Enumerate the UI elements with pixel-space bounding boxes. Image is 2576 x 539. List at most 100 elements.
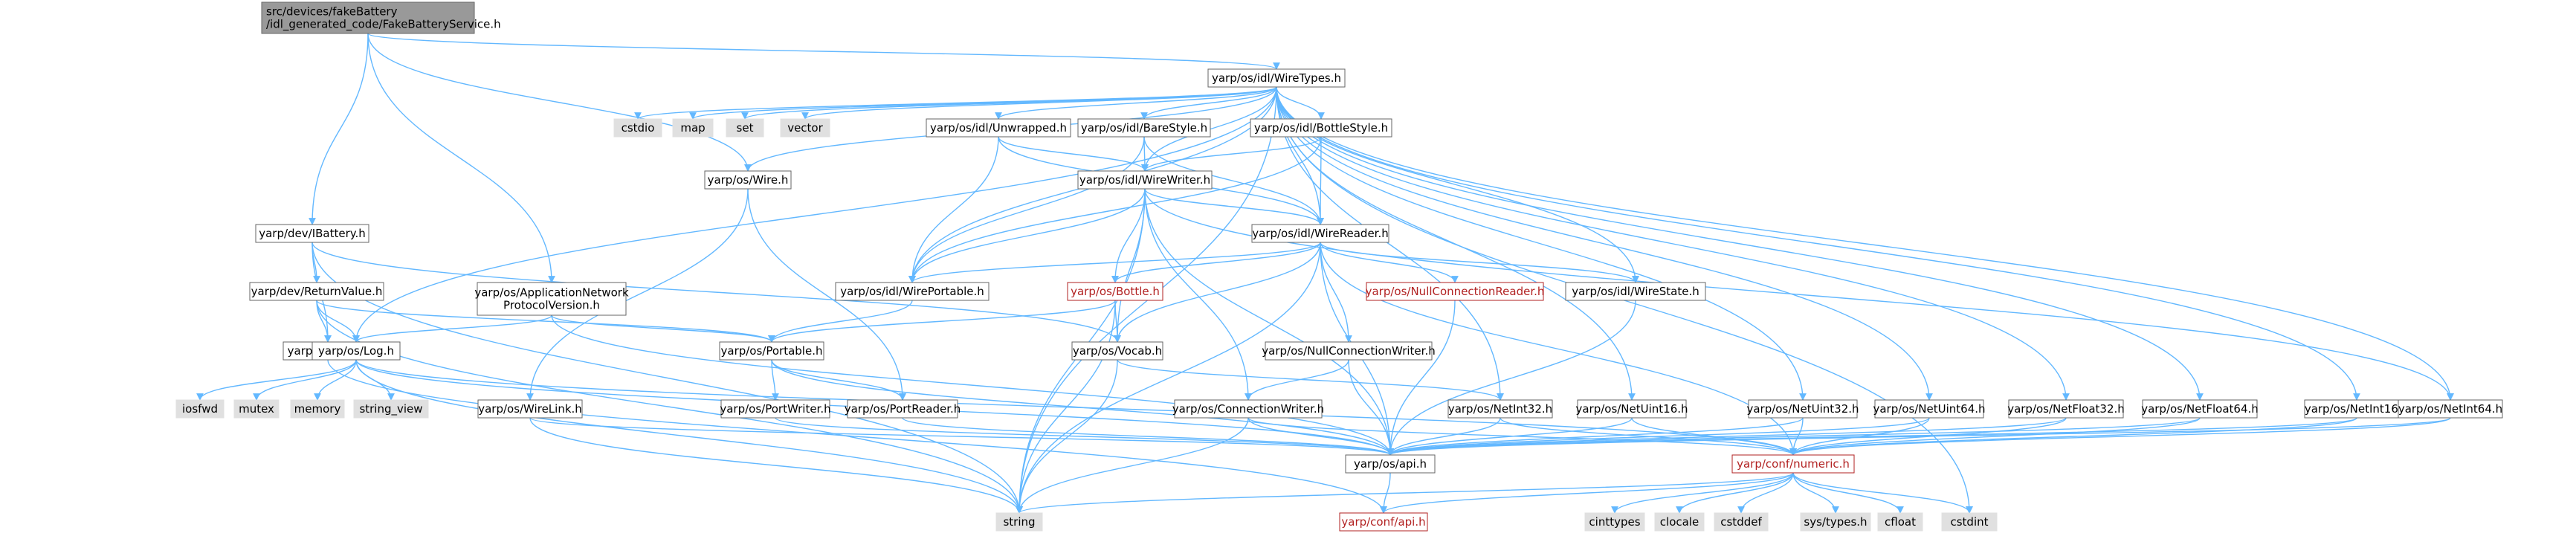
edge-portreader-to-osapi: [902, 417, 1394, 456]
node-box: [719, 341, 824, 361]
node-box: [1731, 454, 1855, 474]
node-box: [477, 282, 627, 316]
edges-layer: [196, 33, 2454, 514]
node-netint32[interactable]: yarp/os/NetInt32.h: [1447, 399, 1553, 419]
node-portreader[interactable]: yarp/os/PortReader.h: [845, 399, 961, 419]
edge-wiretypes-to-cstdio: [634, 86, 1277, 120]
node-wireportable[interactable]: yarp/os/idl/WirePortable.h: [835, 282, 990, 301]
edge-devapi-to-confapi: [327, 359, 1387, 514]
node-box: [704, 170, 792, 190]
edge-bottlestyle-to-wirewriter: [1141, 136, 1322, 172]
edge-wirewriter-to-connwriter: [1144, 188, 1252, 401]
edge-bottlestyle-to-wirereader: [1317, 136, 1324, 225]
node-box: [2304, 399, 2409, 419]
node-box: [1447, 399, 1553, 419]
node-bottle[interactable]: yarp/os/Bottle.h: [1067, 282, 1163, 301]
edge-netuint32-to-osapi: [1387, 417, 1804, 456]
edge-netint64-to-osapi: [1387, 417, 2451, 456]
node-box: [2008, 399, 2124, 419]
node-netfloat64[interactable]: yarp/os/NetFloat64.h: [2141, 399, 2259, 419]
node-wiretypes[interactable]: yarp/os/idl/WireTypes.h: [1207, 68, 1346, 88]
node-confapi[interactable]: yarp/conf/api.h: [1339, 512, 1428, 532]
node-wire[interactable]: yarp/os/Wire.h: [704, 170, 792, 190]
edge-appnet-to-portable: [551, 314, 775, 343]
node-cinttypes: cinttypes: [1584, 512, 1645, 532]
node-box: [1207, 68, 1346, 88]
node-netint64[interactable]: yarp/os/NetInt64.h: [2398, 399, 2503, 419]
node-netuint16[interactable]: yarp/os/NetUint16.h: [1575, 399, 1688, 419]
edge-wiretypes-to-wirestate: [1276, 86, 1639, 283]
edge-wireportable-to-portable: [768, 300, 913, 343]
node-label: map: [680, 121, 705, 135]
edge-netfloat64-to-numeric: [1789, 417, 2201, 456]
edge-log-to-string: [355, 359, 1023, 514]
edge-wiretypes-to-netfloat64: [1276, 86, 2204, 401]
edge-nullconnwriter-to-connwriter: [1245, 359, 1349, 401]
edge-root-to-wire: [367, 33, 752, 172]
node-connwriter[interactable]: yarp/os/ConnectionWriter.h: [1172, 399, 1324, 419]
edge-wiretypes-to-netfloat32: [1276, 86, 2070, 401]
node-nullconnreader[interactable]: yarp/os/NullConnectionReader.h: [1366, 282, 1545, 301]
edge-root-to-wiretypes: [367, 33, 1280, 70]
node-bottlestyle[interactable]: yarp/os/idl/BottleStyle.h: [1250, 118, 1392, 138]
node-portable[interactable]: yarp/os/Portable.h: [719, 341, 824, 361]
edge-wiretypes-to-netint64: [1276, 86, 2454, 401]
node-barestyle[interactable]: yarp/os/idl/BareStyle.h: [1077, 118, 1211, 138]
node-label: yarp/os/NetUint16.h: [1575, 402, 1688, 416]
edge-root-to-ibattery: [309, 33, 369, 225]
node-ibattery[interactable]: yarp/dev/IBattery.h: [255, 224, 369, 243]
node-returnvalue[interactable]: yarp/dev/ReturnValue.h: [249, 282, 384, 301]
node-netuint32[interactable]: yarp/os/NetUint32.h: [1746, 399, 1859, 419]
node-log[interactable]: yarp/os/Log.h: [311, 341, 401, 361]
edge-netint16-to-numeric: [1789, 417, 2357, 456]
node-box: [261, 1, 475, 34]
edge-netfloat64-to-osapi: [1387, 417, 2201, 456]
node-osapi[interactable]: yarp/os/api.h: [1345, 454, 1436, 474]
edge-connwriter-to-osapi: [1247, 417, 1394, 456]
node-label: yarp/os/NullConnectionReader.h: [1366, 285, 1545, 298]
edge-netint32-to-osapi: [1387, 417, 1501, 456]
node-wirewriter[interactable]: yarp/os/idl/WireWriter.h: [1077, 170, 1213, 190]
node-netfloat32[interactable]: yarp/os/NetFloat32.h: [2007, 399, 2125, 419]
node-box: [1366, 282, 1544, 301]
node-wirereader[interactable]: yarp/os/idl/WireReader.h: [1251, 224, 1389, 243]
node-numeric[interactable]: yarp/conf/numeric.h: [1731, 454, 1855, 474]
node-label: cstdint: [1950, 515, 1988, 529]
node-box: [1077, 170, 1213, 190]
edge-portable-to-portwriter: [771, 359, 779, 401]
edge-bottle-to-portable: [768, 300, 1116, 343]
node-nullconnwriter[interactable]: yarp/os/NullConnectionWriter.h: [1262, 341, 1436, 361]
edge-wiretypes-to-unwrapped: [995, 86, 1277, 120]
node-wirelink[interactable]: yarp/os/WireLink.h: [477, 399, 583, 419]
node-vocab[interactable]: yarp/os/Vocab.h: [1071, 341, 1163, 361]
edge-wiretypes-to-netint32: [1276, 86, 1504, 401]
edge-wire-to-portreader: [747, 188, 906, 401]
edge-barestyle-to-wirereader: [1143, 136, 1324, 225]
node-netint16[interactable]: yarp/os/NetInt16.h: [2304, 399, 2409, 419]
edge-wiretypes-to-map: [689, 86, 1277, 120]
node-unwrapped[interactable]: yarp/os/idl/Unwrapped.h: [926, 118, 1071, 138]
node-box: [613, 118, 662, 138]
node-label: yarp/os/Portable.h: [721, 344, 823, 358]
node-box: [1800, 512, 1871, 532]
node-label: vector: [787, 121, 823, 135]
edge-netuint64-to-osapi: [1387, 417, 1930, 456]
edge-portable-to-portreader: [771, 359, 906, 401]
edge-wirewriter-to-netint64: [1144, 188, 2454, 401]
node-label: yarp/os/idl/WirePortable.h: [840, 285, 984, 298]
node-map: map: [672, 118, 714, 138]
edge-wiretypes-to-netuint64: [1276, 86, 1933, 401]
node-label: string: [1003, 515, 1035, 529]
node-root[interactable]: src/devices/fakeBattery/idl_generated_co…: [261, 1, 501, 34]
node-set: set: [726, 118, 764, 138]
edge-netuint16-to-osapi: [1387, 417, 1633, 456]
node-portwriter[interactable]: yarp/os/PortWriter.h: [720, 399, 831, 419]
edge-log-to-memory: [314, 359, 357, 401]
edge-wire-to-wirelink: [526, 188, 749, 401]
node-wirestate[interactable]: yarp/os/idl/WireState.h: [1565, 282, 1706, 301]
node-label: yarp/dev/ReturnValue.h: [251, 285, 383, 298]
node-appnet[interactable]: yarp/os/ApplicationNetworkProtocolVersio…: [474, 282, 629, 316]
node-netuint64[interactable]: yarp/os/NetUint64.h: [1873, 399, 1986, 419]
node-box: [1874, 399, 1984, 419]
node-label: /idl_generated_code/FakeBatteryService.h: [266, 18, 501, 32]
